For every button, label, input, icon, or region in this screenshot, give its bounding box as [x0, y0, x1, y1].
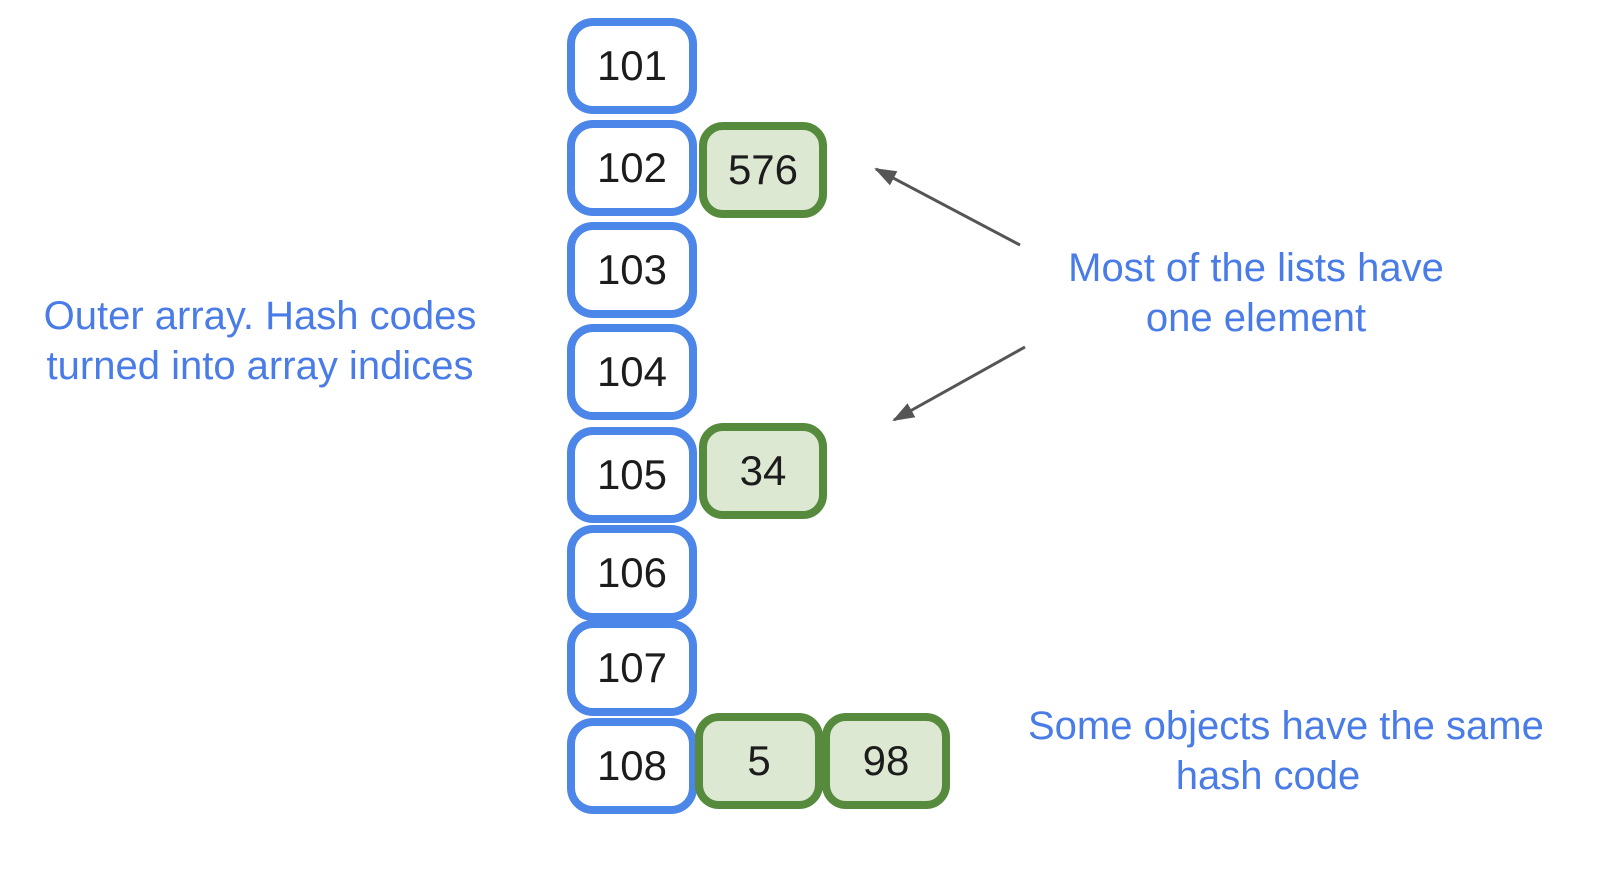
value-box-576: 576	[699, 122, 827, 218]
outer-array-label: Outer array. Hash codes turned into arra…	[20, 291, 500, 391]
value-box-34: 34	[699, 423, 827, 519]
array-index-box-108: 108	[567, 718, 697, 814]
same-hash-label: Some objects have the same hash code	[1028, 701, 1544, 801]
array-index-box-102: 102	[567, 120, 697, 216]
value-box-5: 5	[695, 713, 823, 809]
one-element-label-line1: Most of the lists have	[1068, 246, 1444, 290]
one-element-label-line2: one element	[1145, 296, 1367, 340]
array-index-box-106: 106	[567, 525, 697, 621]
outer-array-label-line1: Outer array. Hash codes	[43, 294, 477, 338]
outer-array-label-line2: turned into array indices	[46, 344, 474, 388]
value-box-98: 98	[822, 713, 950, 809]
arrow-to-34-icon	[892, 345, 1026, 422]
array-index-box-105: 105	[567, 427, 697, 523]
one-element-label: Most of the lists have one element	[1016, 243, 1496, 343]
array-index-box-104: 104	[567, 324, 697, 420]
same-hash-label-line2: hash code	[1175, 754, 1361, 798]
same-hash-label-line1: Some objects have the same	[1028, 704, 1544, 748]
array-index-box-107: 107	[567, 620, 697, 716]
arrow-to-576-icon	[874, 167, 1021, 247]
array-index-box-103: 103	[567, 222, 697, 318]
array-index-box-101: 101	[567, 18, 697, 114]
